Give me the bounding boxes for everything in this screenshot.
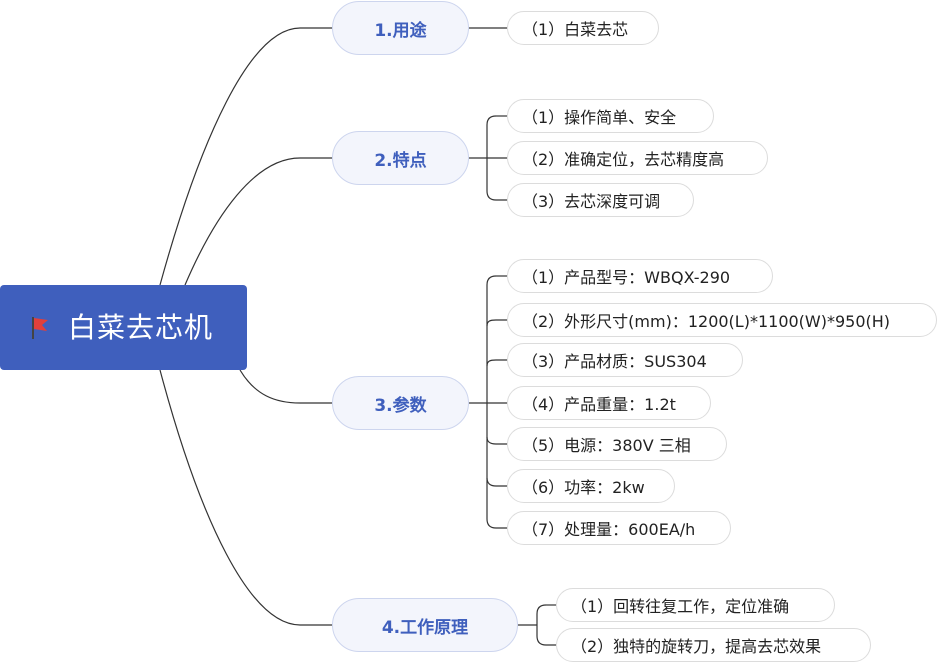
branch-node-features[interactable]: 2.特点 bbox=[332, 131, 469, 185]
root-node[interactable]: 白菜去芯机 bbox=[0, 285, 247, 370]
branch-label: 4.工作原理 bbox=[381, 617, 469, 638]
leaf-node[interactable]: （5）电源：380V 三相 bbox=[507, 427, 727, 461]
leaf-label: （2）准确定位，去芯精度高 bbox=[522, 150, 725, 169]
branch-node-parameters[interactable]: 3.参数 bbox=[332, 376, 469, 430]
leaf-label: （6）功率：2kw bbox=[522, 478, 645, 497]
link-b3-leaf-5 bbox=[486, 436, 507, 445]
leaf-label: （3）去芯深度可调 bbox=[522, 192, 661, 211]
leaf-label: （4）产品重量：1.2t bbox=[522, 395, 676, 414]
leaf-node[interactable]: （1）白菜去芯 bbox=[507, 11, 659, 45]
link-b3-leaf-6 bbox=[486, 477, 507, 487]
leaf-node[interactable]: （4）产品重量：1.2t bbox=[507, 386, 711, 420]
leaf-label: （2）独特的旋转刀，提高去芯效果 bbox=[571, 637, 822, 656]
leaf-label: （1）回转往复工作，定位准确 bbox=[571, 597, 790, 616]
branch-node-principle[interactable]: 4.工作原理 bbox=[332, 598, 518, 652]
branch-node-purpose[interactable]: 1.用途 bbox=[332, 1, 469, 55]
leaf-label: （7）处理量：600EA/h bbox=[522, 520, 696, 539]
link-b2-bus bbox=[486, 115, 507, 201]
branch-label: 2.特点 bbox=[374, 150, 427, 171]
leaf-label: （3）产品材质：SUS304 bbox=[522, 352, 707, 371]
leaf-node[interactable]: （3）去芯深度可调 bbox=[507, 183, 694, 217]
branch-label: 3.参数 bbox=[374, 395, 427, 416]
leaf-node[interactable]: （2）准确定位，去芯精度高 bbox=[507, 141, 768, 175]
leaf-node[interactable]: （6）功率：2kw bbox=[507, 469, 675, 503]
leaf-label: （1）产品型号：WBQX-290 bbox=[522, 268, 731, 287]
root-title: 白菜去芯机 bbox=[68, 311, 214, 344]
leaf-label: （5）电源：380V 三相 bbox=[522, 436, 691, 455]
link-b3-leaf-3 bbox=[486, 359, 507, 367]
link-root-branch-2 bbox=[184, 157, 332, 286]
link-b3-leaf-2 bbox=[486, 319, 507, 327]
leaf-node[interactable]: （3）产品材质：SUS304 bbox=[507, 343, 743, 377]
leaf-node[interactable]: （1）产品型号：WBQX-290 bbox=[507, 259, 773, 293]
leaf-label: （1）白菜去芯 bbox=[522, 20, 629, 39]
leaf-label: （2）外形尺寸(mm)：1200(L)*1100(W)*950(H) bbox=[522, 312, 891, 331]
branch-label: 1.用途 bbox=[374, 20, 427, 41]
link-root-branch-3 bbox=[239, 369, 332, 404]
leaf-label: （1）操作简单、安全 bbox=[522, 108, 677, 127]
leaf-node[interactable]: （2）独特的旋转刀，提高去芯效果 bbox=[556, 628, 871, 662]
red-flag-icon bbox=[32, 317, 48, 339]
link-b3-bus bbox=[486, 275, 507, 529]
leaf-node[interactable]: （1）回转往复工作，定位准确 bbox=[556, 588, 835, 622]
link-root-branch-1 bbox=[159, 27, 332, 286]
link-root-branch-4 bbox=[159, 369, 332, 626]
leaf-node[interactable]: （2）外形尺寸(mm)：1200(L)*1100(W)*950(H) bbox=[507, 303, 937, 337]
leaf-node[interactable]: （7）处理量：600EA/h bbox=[507, 511, 731, 545]
leaf-node[interactable]: （1）操作简单、安全 bbox=[507, 99, 714, 133]
link-b4-bus bbox=[536, 604, 556, 646]
